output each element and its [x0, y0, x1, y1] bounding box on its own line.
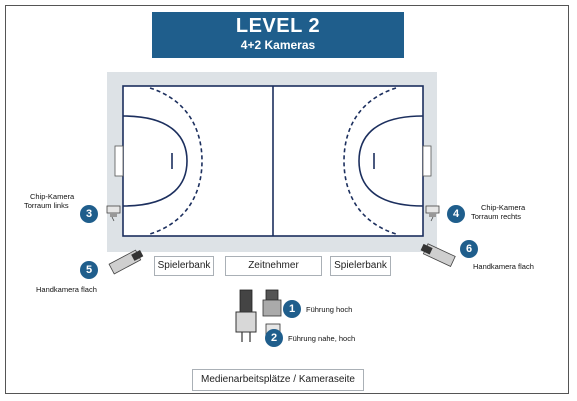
goal-left [114, 145, 124, 177]
outer-frame [5, 5, 569, 394]
camera-5-label: Handkamera flach [36, 285, 97, 294]
timekeeper-box: Zeitnehmer [225, 256, 322, 276]
camera-number-2: 2 [265, 329, 283, 347]
hand-camera-right-icon [420, 243, 456, 267]
hand-camera-left-icon [108, 249, 144, 275]
camera-4-label-line2: Torraum rechts [471, 212, 522, 221]
chip-camera-left-icon [106, 205, 121, 222]
title: LEVEL 2 [235, 15, 321, 37]
subtitle: 4+2 Kameras [240, 38, 316, 52]
camera-3-label-line2: Torraum links [24, 201, 69, 210]
main-camera-left-icon [235, 289, 257, 342]
camera-number-5: 5 [80, 261, 98, 279]
title-banner: LEVEL 2 4+2 Kameras [152, 12, 404, 58]
camera-number-1: 1 [283, 300, 301, 318]
chip-camera-right-icon [425, 205, 440, 222]
camera-4-label-line1: Chip-Kamera [481, 203, 526, 212]
camera-number-4: 4 [447, 205, 465, 223]
camera-3-label-line1: Chip-Kamera [30, 192, 75, 201]
main-camera-right-icon [262, 289, 282, 339]
goal-area-left [122, 115, 188, 207]
player-bench-right: Spielerbank [330, 256, 391, 276]
camera-1-label: Führung hoch [306, 305, 353, 314]
player-bench-left: Spielerbank [154, 256, 214, 276]
goal-area-right [358, 115, 424, 207]
camera-number-6: 6 [460, 240, 478, 258]
camera-6-label: Handkamera flach [473, 262, 534, 271]
camera-number-3: 3 [80, 205, 98, 223]
goal-right [422, 145, 432, 177]
camera-2-label: Führung nahe, hoch [288, 334, 356, 343]
media-area-box: Medienarbeitsplätze / Kameraseite [192, 369, 364, 391]
